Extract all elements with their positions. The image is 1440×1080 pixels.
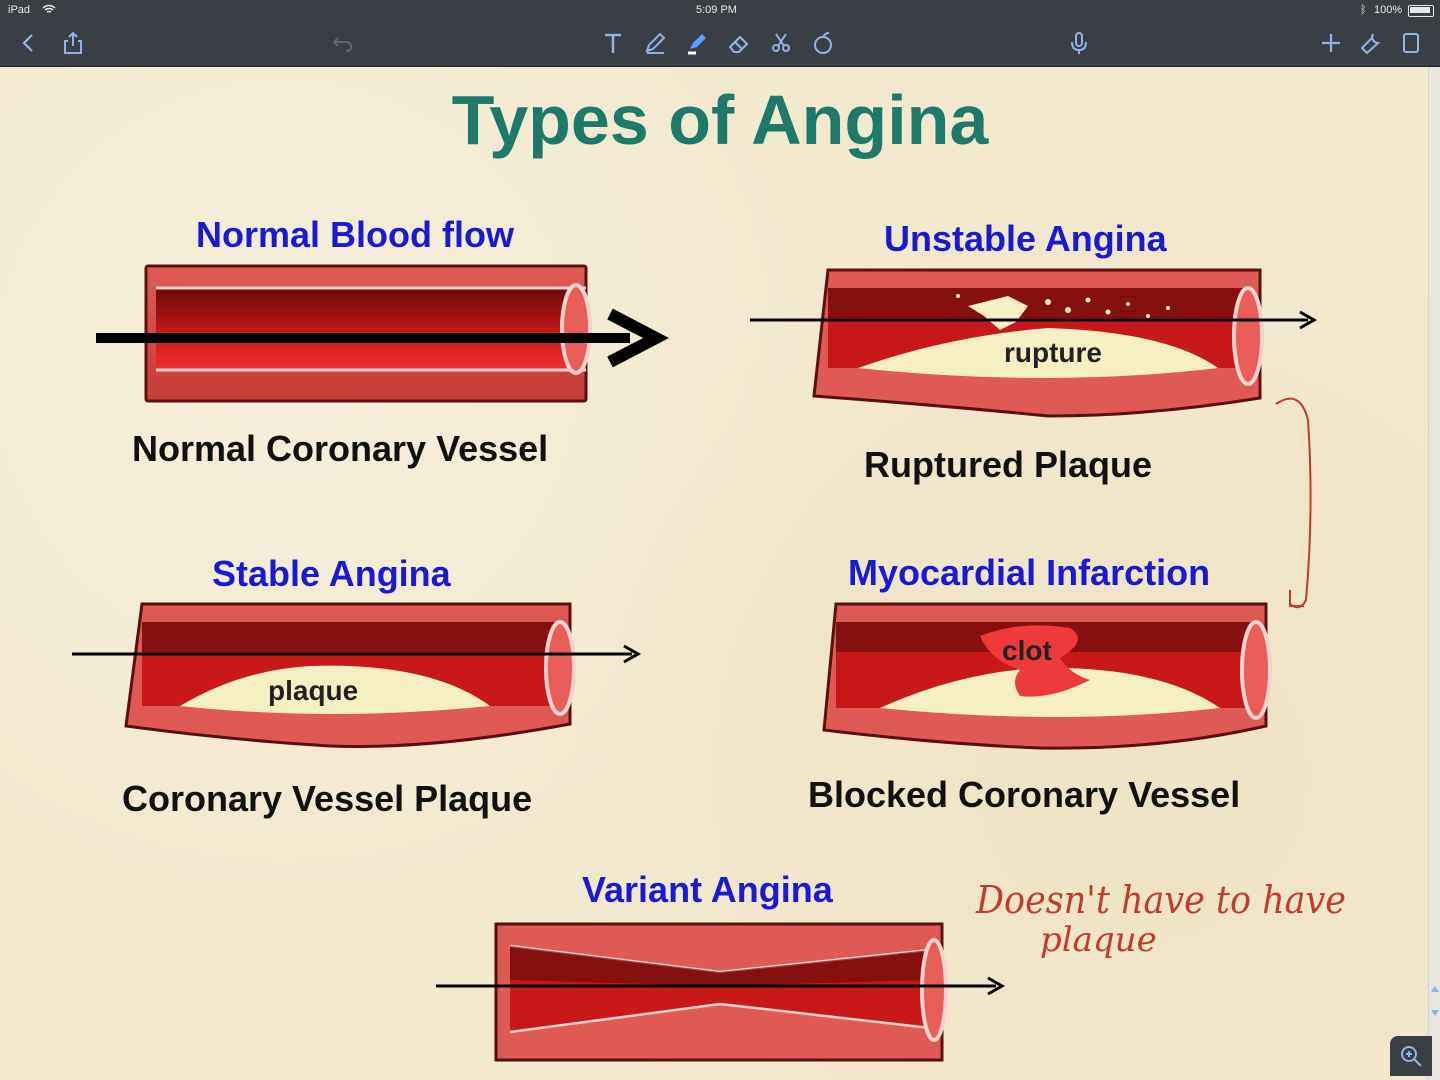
zoom-icon <box>1401 1046 1422 1067</box>
status-bar: iPad 5:09 PM ᛒ 100% <box>0 0 1440 20</box>
page-view-icon[interactable] <box>1394 26 1428 60</box>
stable-plaque-illustration: plaque <box>72 602 642 749</box>
zoom-button[interactable] <box>1390 1036 1432 1076</box>
clot-label: clot <box>1002 635 1052 666</box>
variant-vessel-illustration <box>436 922 1006 1062</box>
handwritten-note-line1: Doesn't have to have <box>976 878 1346 922</box>
scrollbar[interactable] <box>1428 67 1440 1080</box>
undo-icon[interactable] <box>326 26 360 60</box>
myocardial-infarction-heading: Myocardial Infarction <box>848 552 1211 593</box>
shape-tool-icon[interactable] <box>806 26 840 60</box>
pen-tool-icon[interactable] <box>638 26 672 60</box>
eraser-tool-icon[interactable] <box>722 26 756 60</box>
slide-title: Types of Angina <box>451 81 989 159</box>
blocked-vessel-caption: Blocked Coronary Vessel <box>808 774 1241 815</box>
rupture-label: rupture <box>1004 337 1102 368</box>
blocked-vessel-illustration: clot <box>822 602 1272 750</box>
ruptured-plaque-illustration: rupture <box>750 268 1318 418</box>
battery-percent: 100% <box>1374 4 1403 16</box>
normal-vessel-illustration <box>96 264 669 403</box>
wrench-icon[interactable] <box>1354 26 1388 60</box>
device-label: iPad <box>8 4 31 16</box>
variant-angina-heading: Variant Angina <box>582 869 833 910</box>
stable-plaque-caption: Coronary Vessel Plaque <box>122 778 533 819</box>
handwritten-arrow <box>1275 397 1312 609</box>
highlighter-tool-icon[interactable] <box>680 26 714 60</box>
handwritten-note-line2: plaque <box>1040 920 1157 960</box>
clock: 5:09 PM <box>696 4 737 16</box>
bluetooth-icon: ᛒ <box>1360 4 1367 16</box>
battery-icon <box>1408 5 1434 17</box>
normal-vessel-caption: Normal Coronary Vessel <box>132 428 549 469</box>
wifi-icon <box>42 4 56 17</box>
add-page-icon[interactable] <box>1314 26 1348 60</box>
microphone-icon[interactable] <box>1062 26 1096 60</box>
plaque-label: plaque <box>268 675 358 706</box>
unstable-angina-heading: Unstable Angina <box>884 218 1167 259</box>
ruptured-plaque-caption: Ruptured Plaque <box>864 444 1153 485</box>
note-canvas[interactable] <box>0 67 1428 1080</box>
toolbar <box>0 20 1440 67</box>
stable-angina-heading: Stable Angina <box>212 553 451 594</box>
lasso-tool-icon[interactable] <box>764 26 798 60</box>
normal-blood-flow-heading: Normal Blood flow <box>196 214 514 255</box>
share-icon[interactable] <box>56 26 90 60</box>
handwritten-note: Doesn't have to have plaque <box>976 878 1376 960</box>
text-tool-icon[interactable] <box>596 26 630 60</box>
back-icon[interactable] <box>12 26 46 60</box>
scroll-arrows[interactable] <box>1430 982 1440 1022</box>
